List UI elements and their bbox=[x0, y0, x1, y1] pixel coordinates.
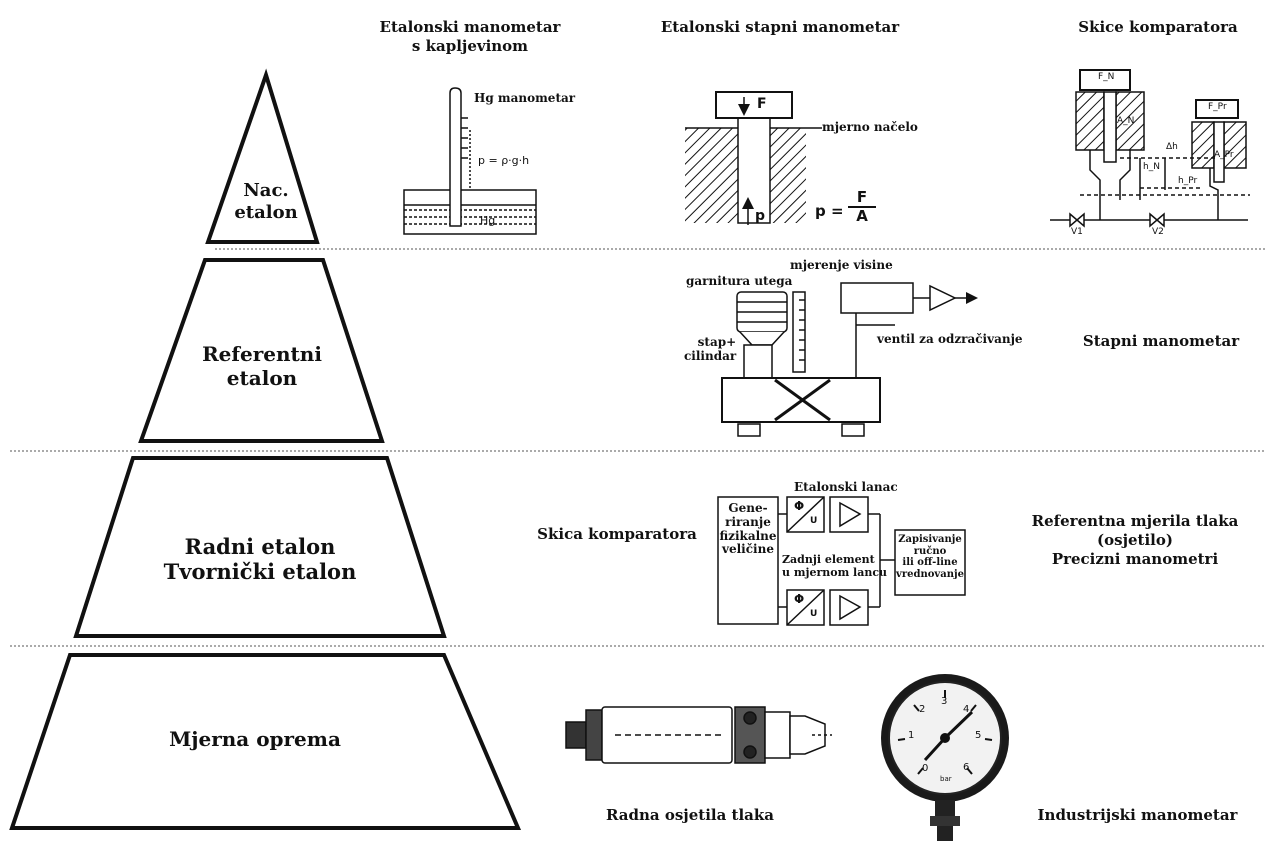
comp-apr-label: A_Pr bbox=[1214, 150, 1234, 160]
etalonski-lanac-label: Etalonski lanac bbox=[794, 480, 898, 494]
gen-line-1: Gene- bbox=[728, 501, 768, 515]
col1-title-line-2: s kapljevinom bbox=[411, 36, 529, 55]
col1-title: Etalonski manometar s kapljevinom bbox=[360, 18, 580, 56]
level-4-label: Mjerna oprema bbox=[130, 727, 380, 751]
gen-block-label: Gene- riranje fizikalne veličine bbox=[718, 501, 778, 557]
level-1-label-line-2: etalon bbox=[234, 201, 298, 223]
gauge-num-1: 1 bbox=[908, 730, 915, 741]
zapis-line-2: ručno bbox=[913, 545, 947, 557]
referentna-line-3: Precizni manometri bbox=[1051, 549, 1219, 568]
stap-cilindar-label: stap+ cilindar bbox=[684, 335, 737, 364]
gen-line-3: fizikalne bbox=[719, 528, 777, 543]
level-2-label: Referentni etalon bbox=[162, 342, 362, 390]
level-1-label-line-1: Nac. bbox=[243, 180, 289, 201]
col3-title: Skice komparatora bbox=[1078, 18, 1238, 36]
referentna-line-1: Referentna mjerila tlaka bbox=[1031, 512, 1239, 530]
hg-label: Hg bbox=[480, 214, 496, 227]
industrial-gauge-image bbox=[881, 674, 1009, 841]
level-1-label: Nac. etalon bbox=[218, 180, 314, 223]
level-3-label-line-2: Tvornički etalon bbox=[163, 559, 357, 585]
u-top-label: U bbox=[810, 516, 818, 526]
level-2-label-line-2: etalon bbox=[226, 366, 298, 390]
stapni-manometar-title: Stapni manometar bbox=[1082, 332, 1240, 350]
level-2-trapezoid bbox=[138, 258, 385, 443]
comp-fn-label: F_N bbox=[1098, 72, 1115, 82]
zadnji-element-label: Zadnji element u mjernom lancu bbox=[782, 553, 888, 579]
level-2-label-line-1: Referentni bbox=[202, 342, 322, 366]
zapis-line-4: vrednovanje bbox=[896, 568, 964, 580]
comp-dh-label: Δh bbox=[1166, 142, 1178, 152]
piston-principle-sketch bbox=[685, 91, 822, 225]
garnitura-utega-label: garnitura utega bbox=[686, 274, 793, 288]
force-label: F bbox=[757, 96, 767, 112]
gauge-num-2: 2 bbox=[919, 704, 926, 715]
mjerenje-visine-label: mjerenje visine bbox=[790, 258, 893, 272]
mjerno-nacelo-label: mjerno načelo bbox=[822, 120, 918, 134]
referentna-line-2: (osjetilo) bbox=[1097, 530, 1173, 549]
liquid-manometer-sketch bbox=[403, 87, 537, 235]
skica-komparatora-label: Skica komparatora bbox=[537, 525, 697, 543]
ventil-label: ventil za odzračivanje bbox=[877, 332, 1023, 346]
gen-line-4: veličine bbox=[722, 542, 774, 557]
cilindar-line: cilindar bbox=[684, 348, 737, 363]
gauge-num-5: 5 bbox=[975, 730, 982, 741]
level-3-label-line-1: Radni etalon bbox=[184, 534, 336, 559]
hg-manometar-label: Hg manometar bbox=[474, 91, 576, 105]
comp-hn-label: h_N bbox=[1143, 162, 1160, 172]
phi-bottom-label: Φ bbox=[794, 592, 805, 606]
comparator-sketch bbox=[1050, 69, 1250, 228]
level-1-trapezoid bbox=[205, 68, 320, 244]
stap-line: stap+ bbox=[697, 335, 737, 349]
level-3-trapezoid bbox=[73, 456, 447, 638]
comp-fpr-label: F_Pr bbox=[1208, 102, 1227, 112]
comp-v1-label: V1 bbox=[1071, 227, 1083, 237]
industrijski-manometar-label: Industrijski manometar bbox=[1037, 806, 1238, 824]
comparator-block-diagram bbox=[717, 496, 966, 626]
liquid-formula: p = ρ·g·h bbox=[478, 154, 530, 167]
formula-numerator: F bbox=[848, 189, 876, 208]
gauge-num-0: 0 bbox=[922, 763, 929, 774]
level-4-trapezoid bbox=[9, 653, 522, 830]
comp-v2-label: V2 bbox=[1152, 227, 1164, 237]
gen-line-2: riranje bbox=[725, 514, 771, 529]
pressure-sensor-image bbox=[565, 706, 832, 764]
pressure-label: p bbox=[755, 208, 766, 224]
formula-denominator: A bbox=[856, 206, 868, 225]
gauge-num-3: 3 bbox=[941, 696, 948, 707]
formula-p: p = bbox=[815, 202, 844, 220]
zapis-line-1: Zapisivanje bbox=[898, 534, 962, 545]
zadnji-line-1: Zadnji element bbox=[782, 553, 875, 566]
col1-title-line-1: Etalonski manometar bbox=[379, 18, 561, 36]
piston-manometer-sketch bbox=[721, 282, 978, 437]
gauge-num-4: 4 bbox=[963, 704, 970, 715]
col2-title: Etalonski stapni manometar bbox=[660, 18, 900, 36]
comp-hpr-label: h_Pr bbox=[1178, 176, 1198, 186]
phi-top-label: Φ bbox=[794, 499, 805, 513]
u-bottom-label: U bbox=[810, 609, 818, 619]
level-3-label: Radni etalon Tvornički etalon bbox=[140, 534, 380, 584]
referentna-mjerila-label: Referentna mjerila tlaka (osjetilo) Prec… bbox=[1010, 512, 1260, 568]
formula-fraction: F A bbox=[848, 189, 876, 224]
comp-an-label: A_N bbox=[1117, 116, 1135, 126]
gauge-unit: bar bbox=[940, 775, 952, 783]
gauge-num-6: 6 bbox=[963, 762, 970, 773]
zapis-line-3: ili off-line bbox=[902, 557, 958, 568]
radna-osjetila-label: Radna osjetila tlaka bbox=[605, 806, 774, 824]
zadnji-line-2: u mjernom lancu bbox=[782, 565, 888, 579]
zapisivanje-label: Zapisivanje ručno ili off-line vrednovan… bbox=[895, 534, 965, 580]
level-4-label-line-1: Mjerna oprema bbox=[169, 727, 341, 751]
